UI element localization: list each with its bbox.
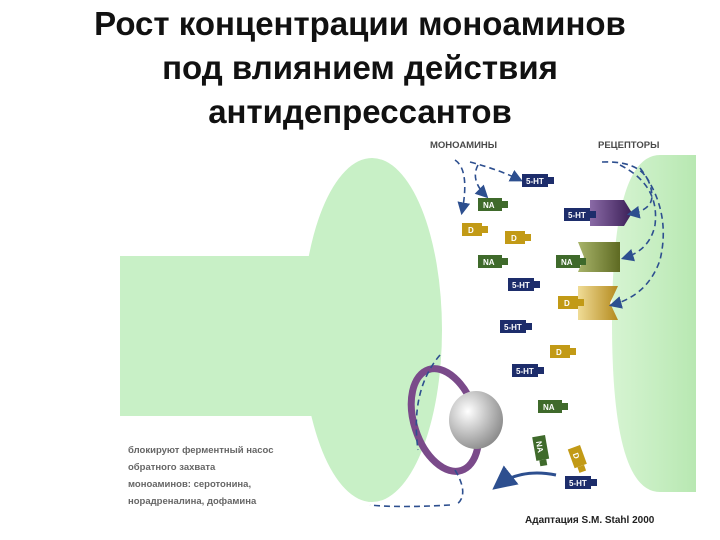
receptor-serotonin [590, 200, 632, 226]
molecule-tag: D [550, 345, 576, 358]
mechanism-caption: блокируют ферментный насос обратного зах… [128, 442, 328, 510]
title-line-1: Рост концентрации моноаминов [0, 2, 720, 46]
molecule-tag: 5-НТ [508, 278, 540, 291]
svg-text:NA: NA [483, 258, 495, 267]
molecule-tag: 5-НТ [522, 174, 554, 187]
arrow-reuptake-3 [370, 505, 450, 507]
slide-title: Рост концентрации моноаминов под влияние… [0, 2, 720, 136]
svg-text:5-НТ: 5-НТ [516, 367, 534, 376]
svg-text:D: D [556, 348, 562, 357]
antidepressant-ball [449, 391, 503, 449]
svg-text:5-НТ: 5-НТ [526, 177, 544, 186]
source-credit: Адаптация S.M. Stahl 2000 [525, 515, 654, 526]
caption-line-2: обратного захвата [128, 459, 328, 476]
molecule-tag: NA [478, 255, 508, 268]
svg-text:D: D [564, 299, 570, 308]
caption-line-3: моноаминов: серотонина, [128, 476, 328, 493]
title-line-2: под влиянием действия [0, 46, 720, 90]
monoamines-label: МОНОАМИНЫ [430, 140, 497, 151]
svg-text:5-НТ: 5-НТ [512, 281, 530, 290]
svg-text:NA: NA [543, 403, 555, 412]
receptor-noradrenaline [578, 242, 620, 272]
arrow-reuptake-2 [455, 470, 463, 505]
svg-text:D: D [468, 226, 474, 235]
molecule-tag: NA [478, 198, 508, 211]
svg-text:NA: NA [561, 258, 573, 267]
svg-text:NA: NA [483, 201, 495, 210]
receptors-label: РЕЦЕПТОРЫ [598, 140, 659, 151]
svg-text:D: D [511, 234, 517, 243]
arrow-release-1 [455, 160, 465, 212]
molecule-tag: 5-НТ [565, 476, 597, 489]
svg-text:5-НТ: 5-НТ [568, 211, 586, 220]
molecule-tag: NA [532, 435, 550, 467]
svg-text:5-НТ: 5-НТ [569, 479, 587, 488]
arrow-release-3 [475, 165, 486, 196]
molecule-tag: D [505, 231, 531, 244]
caption-line-4: норадреналина, дофамина [128, 493, 328, 510]
title-line-3: антидепрессантов [0, 90, 720, 134]
molecule-tag: D [462, 223, 488, 236]
molecule-tag: NA [538, 400, 568, 413]
caption-line-1: блокируют ферментный насос [128, 442, 328, 459]
arrow-release-2 [470, 162, 520, 180]
molecule-tag: D [568, 445, 589, 474]
blocked-reuptake-arrow [497, 473, 556, 486]
svg-text:5-НТ: 5-НТ [504, 323, 522, 332]
molecule-tag: 5-НТ [512, 364, 544, 377]
molecule-tag: 5-НТ [500, 320, 532, 333]
